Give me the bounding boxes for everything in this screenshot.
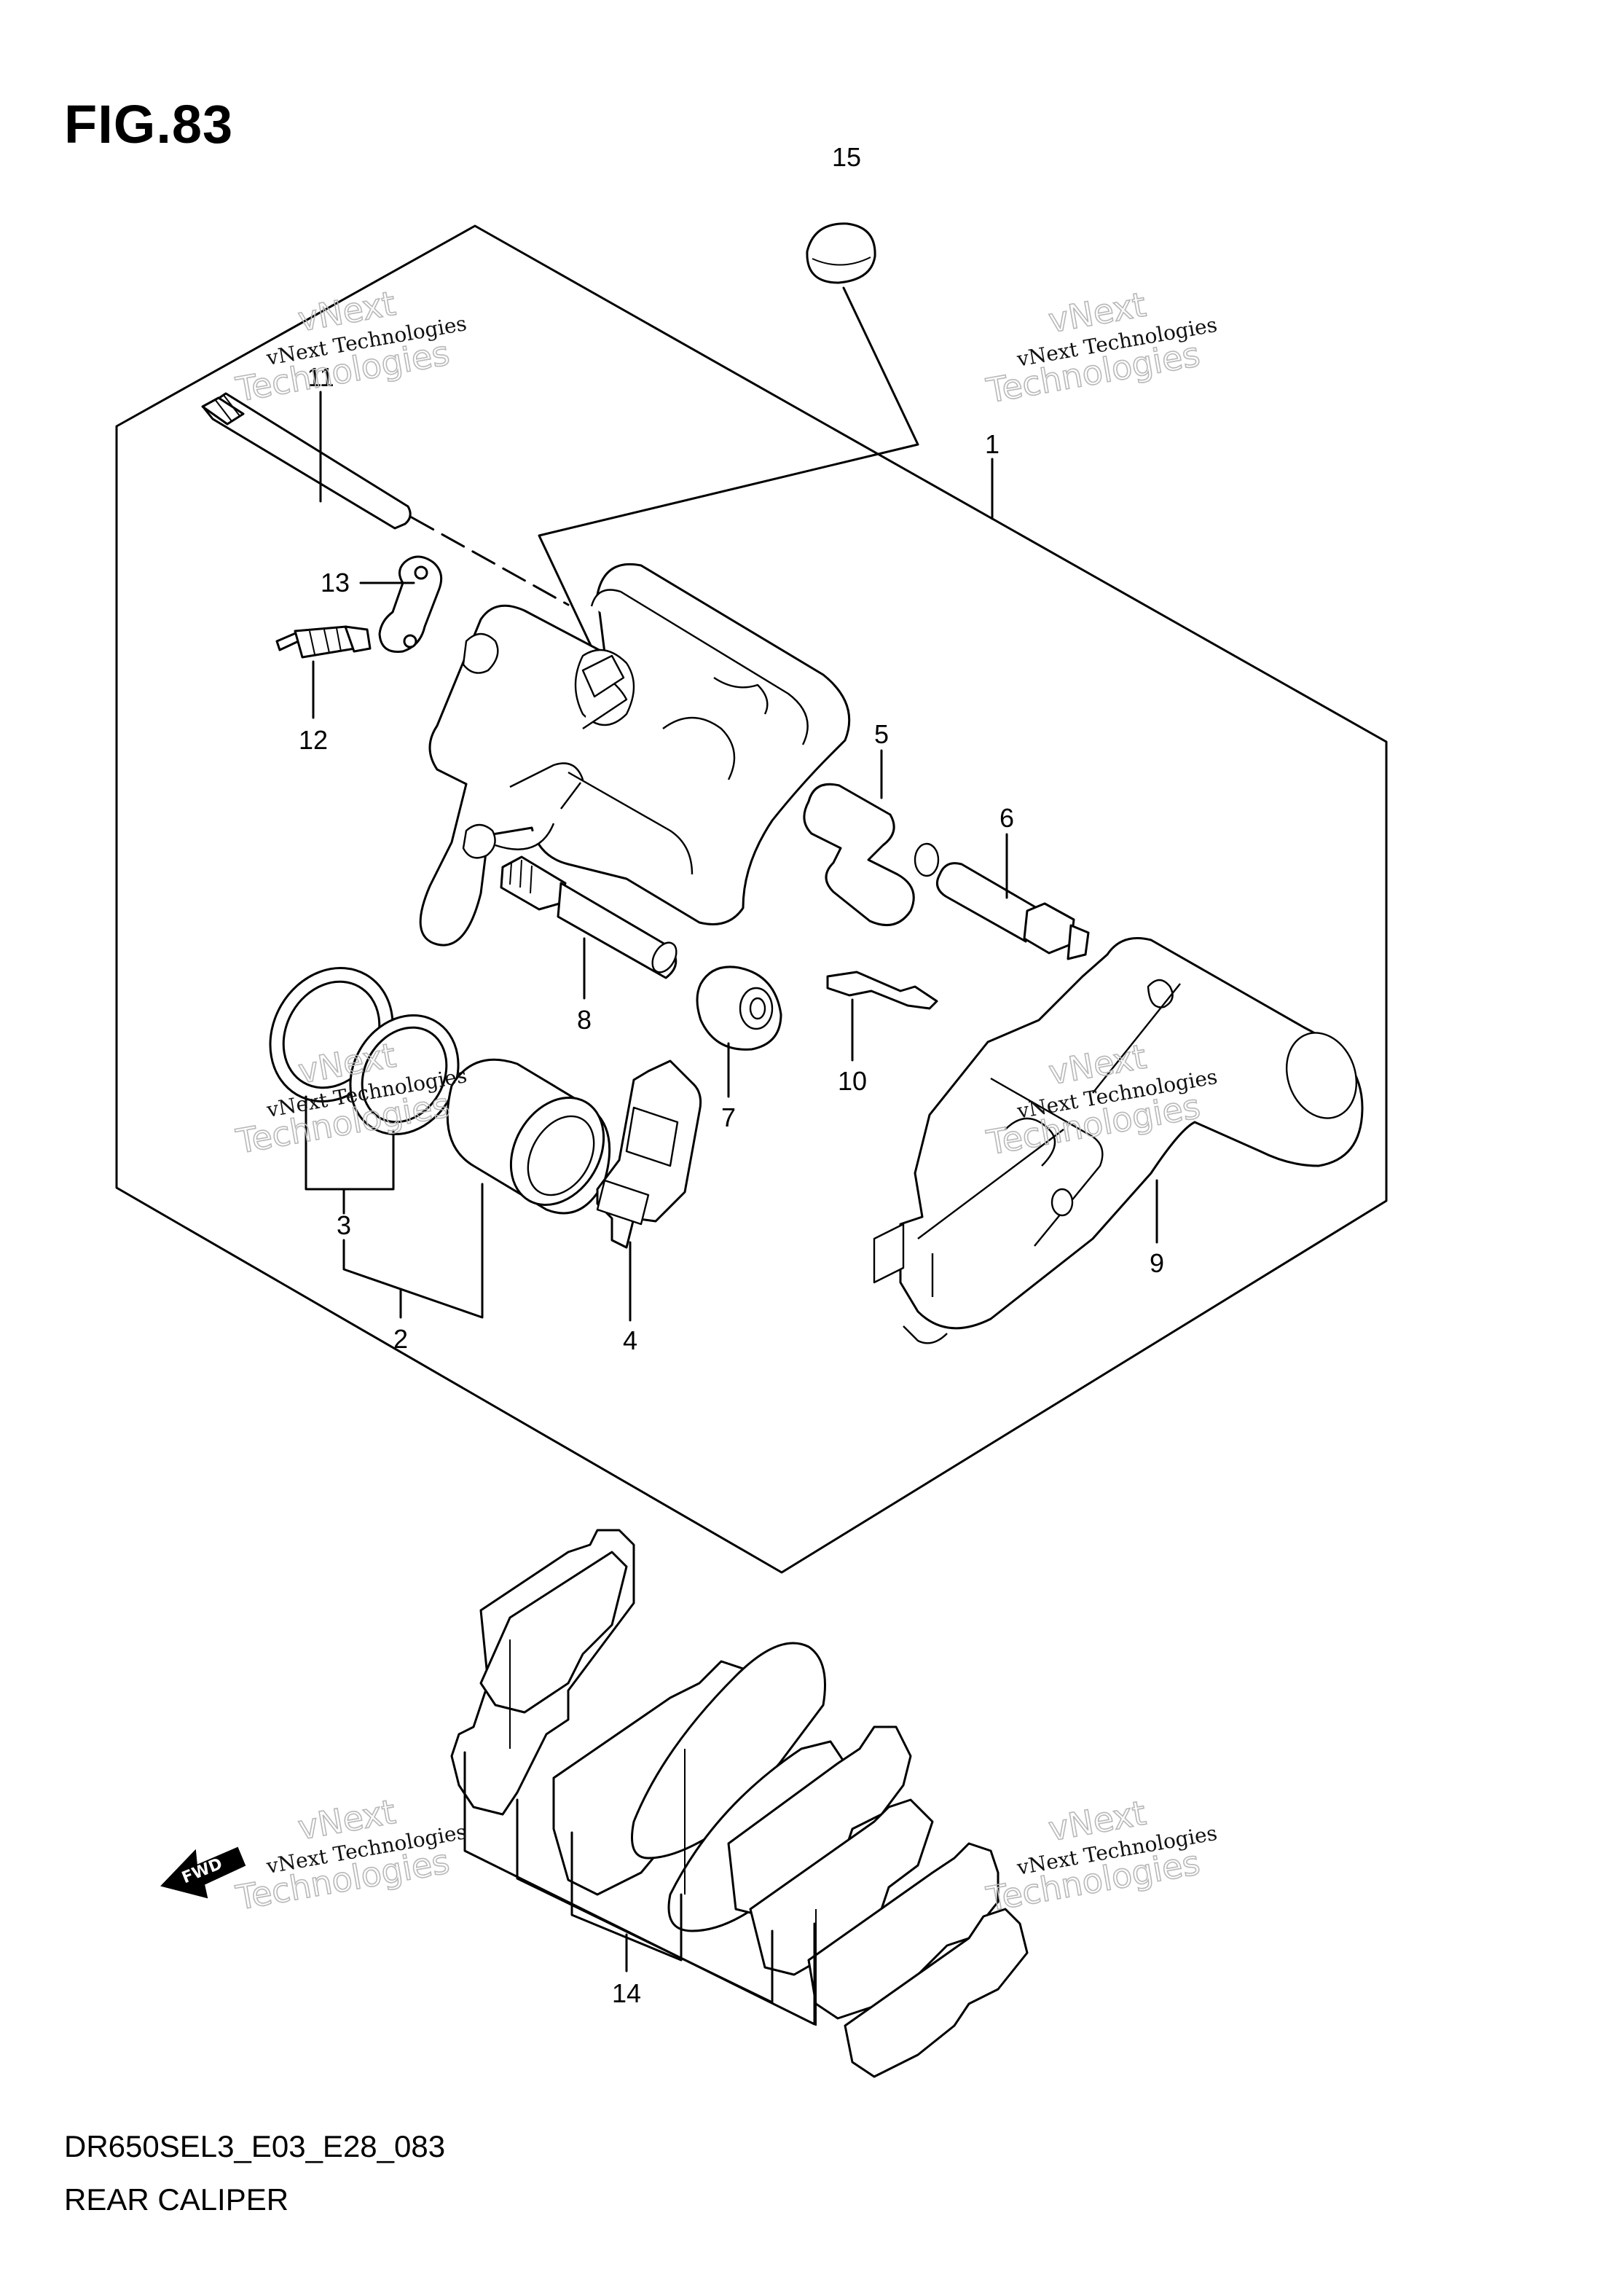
watermark-top-left: vNext vNext Technologies Technologies (232, 283, 468, 410)
part-3-piston-seals (269, 967, 460, 1136)
fwd-arrow-icon: FWD (160, 1846, 246, 1899)
callout-3: 3 (337, 1210, 351, 1240)
callout-13: 13 (321, 568, 350, 597)
callout-6: 6 (1000, 803, 1014, 833)
callout-9: 9 (1150, 1248, 1164, 1278)
diagram-code: DR650SEL3_E03_E28_083 (64, 2129, 446, 2163)
part-11-caliper-pin (201, 392, 412, 530)
part-5-boot (803, 783, 940, 927)
part-8-slide-pin (500, 855, 678, 979)
part-12-bleeder-valve (275, 625, 372, 659)
watermark-top-right: vNext vNext Technologies Technologies (983, 284, 1219, 411)
leader-2 (342, 1183, 484, 1319)
callout-10: 10 (838, 1066, 867, 1096)
part-4-pad-shim (596, 1059, 702, 1249)
callout-1: 1 (985, 429, 1000, 459)
leader-15 (538, 286, 919, 661)
callout-5: 5 (874, 719, 889, 749)
watermark-bottom-right: vNext vNext Technologies Technologies (983, 1792, 1219, 1919)
caliper-body (419, 563, 851, 947)
watermark-bottom-left: vNext vNext Technologies Technologies (232, 1791, 468, 1918)
pin-axis-dashed (410, 516, 570, 606)
part-10-pad-spring (826, 971, 938, 1010)
callout-12: 12 (299, 725, 328, 755)
leader-14b (516, 1798, 774, 2004)
part-9-caliper-bracket (873, 937, 1364, 1344)
part-15-bleeder-cap (806, 222, 876, 284)
leader-3 (305, 1095, 395, 1191)
callout-2: 2 (393, 1324, 408, 1354)
part-13-clip (378, 555, 443, 653)
callout-14: 14 (612, 1978, 641, 2008)
part-14-brake-pads (450, 1529, 1029, 2078)
diagram-name: REAR CALIPER (64, 2182, 289, 2217)
callout-15: 15 (832, 142, 861, 172)
callout-4: 4 (623, 1325, 637, 1355)
callout-8: 8 (577, 1005, 592, 1035)
part-7-grommet (696, 965, 782, 1051)
figure-title: FIG.83 (64, 94, 234, 154)
part-6-pin-bolt (935, 862, 1090, 960)
callout-11: 11 (307, 362, 334, 392)
callout-7: 7 (721, 1102, 736, 1132)
assembly-frame (115, 224, 1388, 1574)
part-2-piston (446, 1058, 611, 1215)
